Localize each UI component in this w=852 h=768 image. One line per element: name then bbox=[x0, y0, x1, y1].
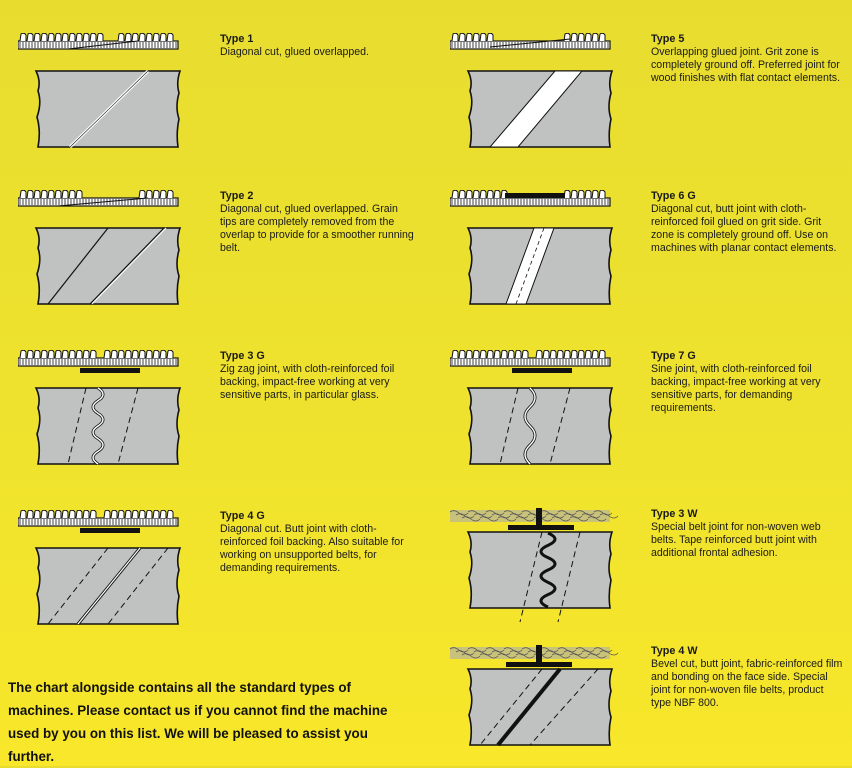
sine-foil-diagram bbox=[450, 350, 614, 466]
wide-overlap-diagram bbox=[450, 33, 614, 148]
joint-title: Type 7 G bbox=[651, 350, 696, 362]
joint-title: Type 3 W bbox=[651, 508, 698, 520]
web-zigzag-diagram bbox=[450, 508, 619, 623]
joint-description: Overlapping glued joint. Grit zone is co… bbox=[651, 46, 841, 84]
joint-title: Type 4 G bbox=[220, 510, 265, 522]
joint-description: Diagonal cut, butt joint with cloth-rein… bbox=[651, 203, 837, 254]
joint-description: Sine joint, with cloth-reinforced foil b… bbox=[651, 363, 821, 414]
joint-title: Type 1 bbox=[220, 33, 254, 45]
joint-title: Type 2 bbox=[220, 190, 254, 202]
joint-description: Zig zag joint, with cloth-reinforced foi… bbox=[220, 363, 395, 401]
joint-description: Special belt joint for non-woven web bel… bbox=[651, 521, 821, 559]
joint-description: Diagonal cut. Butt joint with cloth-rein… bbox=[220, 523, 404, 574]
diagonal-foil-diagram bbox=[18, 510, 182, 625]
web-bevel-diagram bbox=[450, 645, 619, 747]
strip-foil-top-diagram bbox=[450, 190, 614, 305]
zigzag-foil-diagram bbox=[18, 350, 182, 466]
diagonal-overlap-ground-diagram bbox=[18, 190, 182, 305]
joint-description: Bevel cut, butt joint, fabric-reinforced… bbox=[651, 658, 843, 709]
joint-description: Diagonal cut, glued overlapped. bbox=[220, 46, 370, 58]
joint-title: Type 6 G bbox=[651, 190, 696, 202]
joint-title: Type 4 W bbox=[651, 645, 698, 657]
joint-description: Diagonal cut, glued overlapped. Grain ti… bbox=[220, 203, 414, 254]
joint-title: Type 3 G bbox=[220, 350, 265, 362]
contact-note: The chart alongside contains all the sta… bbox=[8, 680, 388, 764]
diagonal-overlap-diagram bbox=[18, 33, 182, 149]
joint-title: Type 5 bbox=[651, 33, 685, 45]
